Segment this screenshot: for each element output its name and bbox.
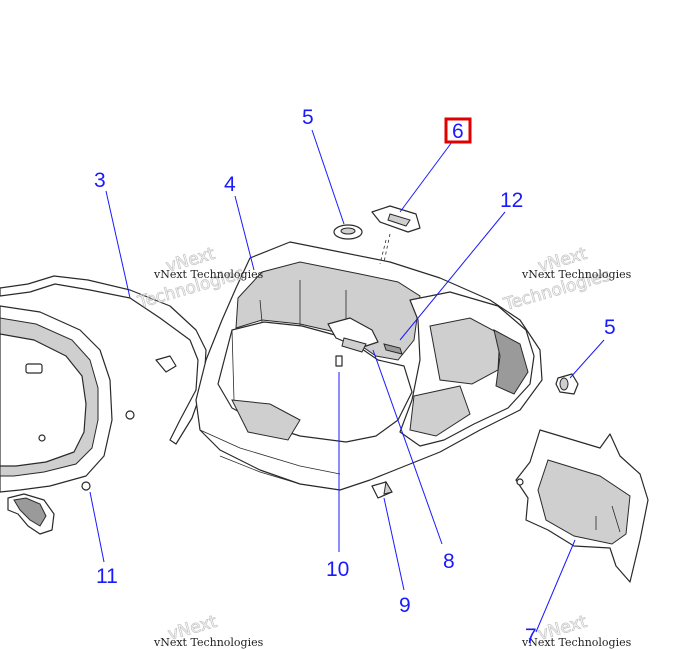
callout-10[interactable]: 10 [326, 558, 349, 581]
part-5-grommet-top [333, 224, 363, 240]
watermark-small-left: vNext Technologies [153, 268, 264, 281]
leader-lines [89, 129, 605, 633]
callout-8[interactable]: 8 [443, 550, 455, 573]
callout-5-top[interactable]: 5 [302, 106, 314, 129]
callouts: 3 4 5 6 12 5 8 10 9 11 7 [94, 106, 616, 648]
callout-7[interactable]: 7 [525, 625, 537, 648]
callout-6-highlight [444, 117, 472, 144]
part-5-grommet-right [555, 373, 579, 395]
part-3-bezel [0, 275, 207, 535]
callout-9[interactable]: 9 [399, 594, 411, 617]
watermark-small-bottom-right: vNext Technologies [521, 636, 632, 649]
main-pod-housing [195, 241, 543, 491]
part-7-shield [515, 429, 649, 583]
part-6-latch [371, 205, 421, 265]
callout-11[interactable]: 11 [96, 565, 118, 588]
callout-4[interactable]: 4 [224, 173, 236, 196]
part-9-fastener [371, 480, 393, 499]
callout-3[interactable]: 3 [94, 169, 106, 192]
part-11-screw [81, 481, 91, 491]
callout-5-right[interactable]: 5 [604, 316, 616, 339]
watermark-small-bottom-left: vNext Technologies [153, 636, 264, 649]
callout-12[interactable]: 12 [500, 189, 523, 212]
callout-6[interactable]: 6 [452, 120, 464, 143]
watermark-small-right: vNext Technologies [521, 268, 632, 281]
